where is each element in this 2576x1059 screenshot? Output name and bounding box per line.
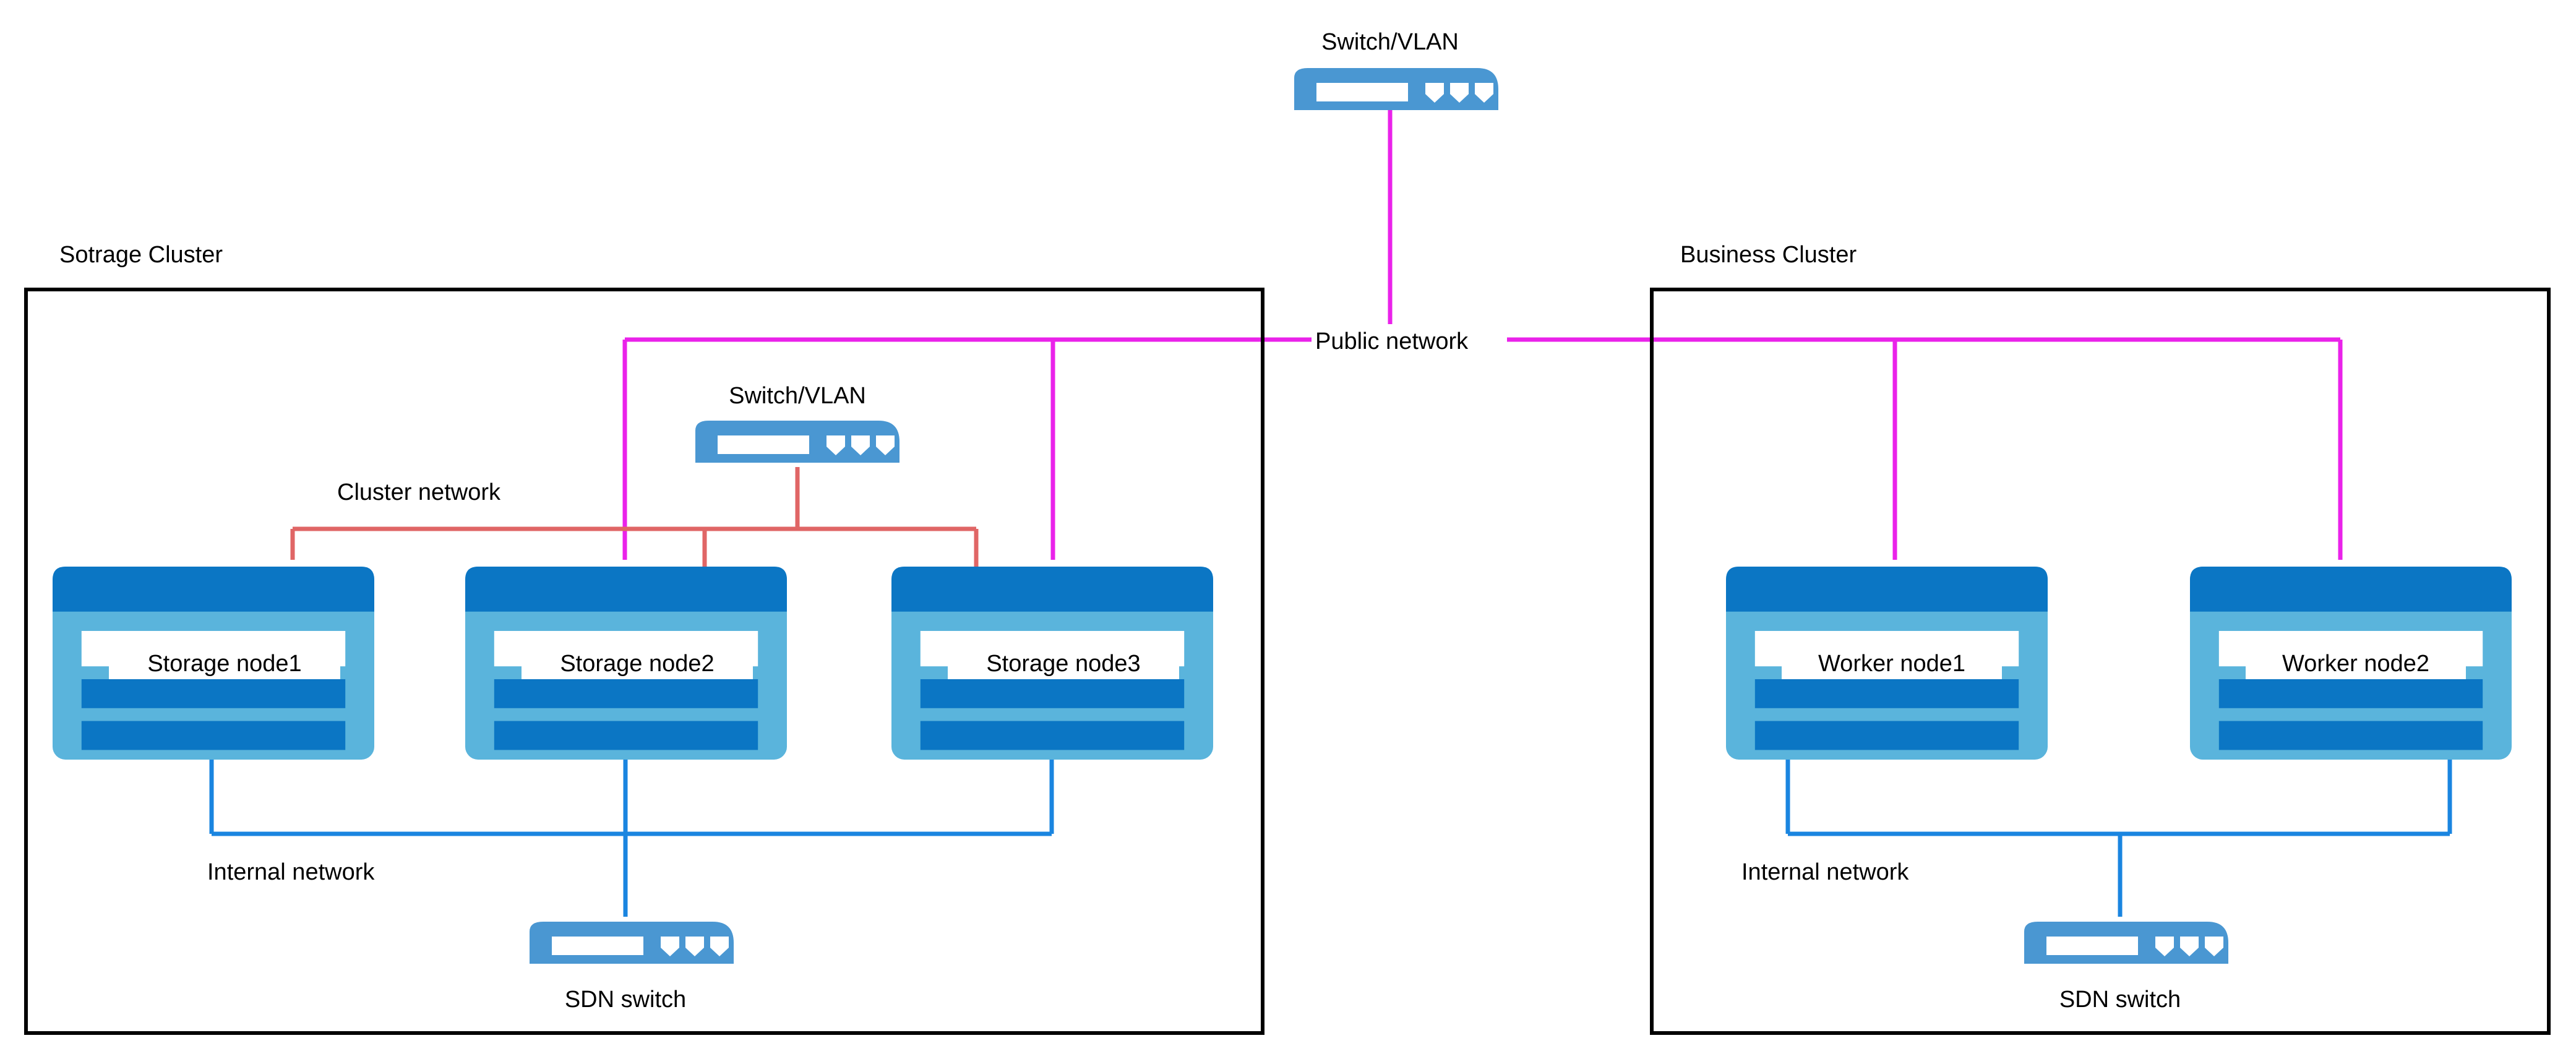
- public-network-label-group: Public network: [1312, 324, 1507, 356]
- storage-sdn-switch[interactable]: SDN switch: [530, 922, 734, 1013]
- label-backdrop: [1312, 324, 1507, 356]
- internal-network-label-storage-group: Internal network: [204, 855, 431, 887]
- worker-node-1-label-group: Worker node1: [1782, 647, 2002, 679]
- storage-node-3-label-group: Storage node3: [948, 647, 1179, 679]
- label-backdrop: [334, 475, 562, 507]
- internal-network-label-business: Internal network: [1741, 859, 1909, 885]
- storage-switch-label: Switch/VLAN: [729, 383, 866, 409]
- business-sdn-switch[interactable]: SDN switch: [2024, 922, 2228, 1013]
- storage-cluster-frame: [24, 288, 1264, 1035]
- storage-node-2-label: Storage node2: [560, 651, 714, 677]
- label-backdrop: [1782, 647, 2002, 679]
- storage-sdn-switch-label: SDN switch: [565, 987, 686, 1013]
- business-cluster-title: Business Cluster: [1680, 242, 1857, 268]
- switch-icon[interactable]: [1294, 68, 1498, 110]
- cluster-network-label: Cluster network: [337, 479, 501, 505]
- internal-network-label-business-group: Internal network: [1738, 855, 1965, 887]
- business-sdn-switch-label: SDN switch: [2059, 987, 2181, 1013]
- label-backdrop: [1738, 855, 1965, 887]
- top-switch-label: Switch/VLAN: [1321, 29, 1459, 55]
- cluster-network-links: [290, 467, 979, 569]
- internal-network-label-storage: Internal network: [207, 859, 375, 885]
- internal-network-links-business: [1785, 760, 2452, 917]
- storage-node-3-label: Storage node3: [986, 651, 1140, 677]
- public-network-label: Public network: [1315, 328, 1469, 354]
- switch-icon[interactable]: [2024, 922, 2228, 964]
- internal-network-links-storage: [209, 760, 1054, 917]
- business-cluster-frame: [1650, 288, 2551, 1035]
- label-backdrop: [948, 647, 1179, 679]
- storage-cluster-switch[interactable]: Switch/VLAN: [695, 383, 899, 463]
- worker-node-2-label-group: Worker node2: [2246, 647, 2466, 679]
- switch-icon[interactable]: [695, 421, 899, 463]
- label-backdrop: [2246, 647, 2466, 679]
- storage-node-1-label: Storage node1: [147, 651, 301, 677]
- label-backdrop: [109, 647, 340, 679]
- label-backdrop: [204, 855, 431, 887]
- label-backdrop: [522, 647, 753, 679]
- top-switch[interactable]: Switch/VLAN: [1294, 29, 1498, 110]
- worker-node-1-label: Worker node1: [1818, 651, 1965, 677]
- switch-icon[interactable]: [530, 922, 734, 964]
- storage-cluster-title: Sotrage Cluster: [59, 242, 223, 268]
- worker-node-2-label: Worker node2: [2282, 651, 2429, 677]
- cluster-network-label-group: Cluster network: [334, 475, 562, 507]
- storage-node-2-label-group: Storage node2: [522, 647, 753, 679]
- storage-node-1-label-group: Storage node1: [109, 647, 340, 679]
